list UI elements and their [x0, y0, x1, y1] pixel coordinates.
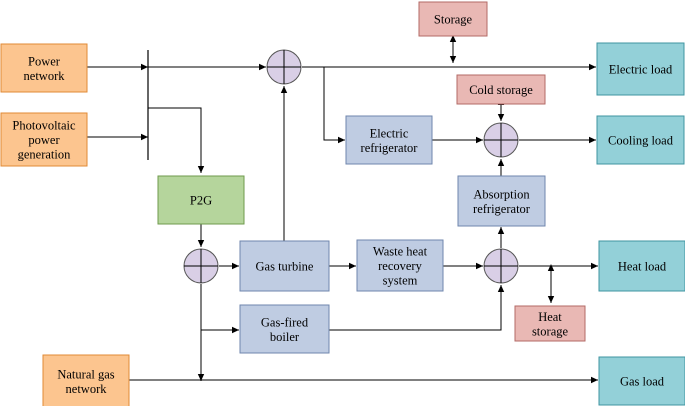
box-natural-gas-label: Natural gas: [57, 367, 114, 381]
box-electric-load-label: Electric load: [609, 63, 673, 77]
junction-heat: [483, 248, 519, 284]
box-waste-heat-label: recovery: [378, 259, 422, 273]
box-cold-storage-label: Cold storage: [469, 83, 533, 97]
box-gas-turbine: Gas turbine: [239, 240, 330, 292]
junction-electric: [266, 49, 302, 85]
box-p2g: P2G: [157, 175, 245, 225]
box-power-network-label: network: [24, 69, 66, 83]
connections: [86, 35, 598, 384]
box-cold-storage: Cold storage: [456, 74, 546, 105]
box-natural-gas-label: network: [66, 382, 108, 396]
junction-cooling: [483, 122, 519, 158]
box-heat-load-label: Heat load: [618, 260, 667, 274]
box-cooling-load: Cooling load: [596, 115, 685, 165]
box-absorption-refrigerator-label: refrigerator: [473, 202, 531, 216]
box-waste-heat-label: Waste heat: [373, 245, 428, 259]
box-waste-heat-label: system: [383, 274, 418, 288]
box-heat-load: Heat load: [598, 240, 685, 292]
box-p2g-label: P2G: [190, 194, 212, 208]
box-heat-storage-label: Heat: [538, 310, 562, 324]
wire-boiler-to-heat-junction: [329, 285, 505, 331]
box-storage: Storage: [418, 1, 488, 37]
wire-bus-to-p2g: [148, 107, 205, 173]
box-gas-load: Gas load: [598, 356, 685, 406]
box-gas-load-label: Gas load: [620, 375, 665, 389]
box-cooling-load-label: Cooling load: [608, 134, 674, 148]
box-absorption-refrigerator-label: Absorption: [473, 187, 530, 201]
box-gas-turbine-label: Gas turbine: [256, 260, 314, 274]
box-photovoltaic-label: Photovoltaic: [12, 119, 76, 133]
box-electric-refrigerator-label: refrigerator: [361, 141, 419, 155]
box-photovoltaic-label: generation: [18, 148, 72, 162]
box-photovoltaic-label: power: [28, 133, 60, 147]
box-electric-load: Electric load: [596, 42, 685, 96]
junction-gas: [183, 248, 219, 284]
box-power-network-label: Power: [28, 54, 61, 68]
box-gas-boiler-label: Gas-fired: [261, 315, 309, 329]
box-heat-storage-label: storage: [532, 324, 569, 338]
wire-to-electric-refrigerator: [323, 67, 345, 144]
box-gas-boiler-label: boiler: [270, 330, 300, 344]
box-electric-refrigerator-label: Electric: [370, 126, 409, 140]
box-storage-label: Storage: [434, 13, 473, 27]
